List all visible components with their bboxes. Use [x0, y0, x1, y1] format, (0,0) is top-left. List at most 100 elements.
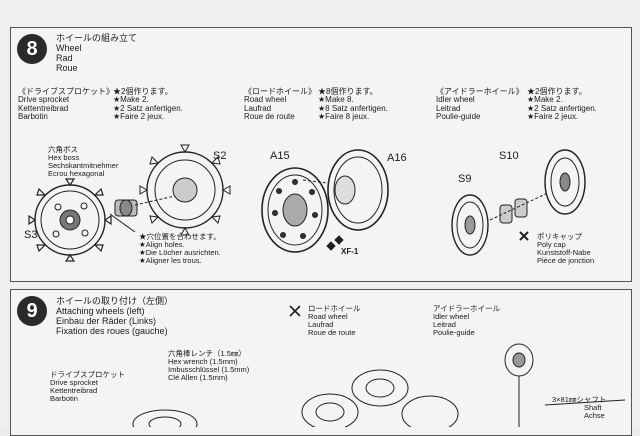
sprocket-qty-jp: ★2個作ります。 — [113, 87, 173, 96]
idler-de: Leitrad — [436, 103, 461, 113]
drive-sprocket-outer-drawing — [139, 144, 231, 236]
idler-qty-jp: ★2個作ります。 — [527, 87, 587, 96]
shaft-de: Achse — [584, 411, 605, 420]
idler-qty-de: ★2 Satz anfertigen. — [527, 103, 597, 113]
road-wheel-a16-drawing — [327, 149, 389, 231]
step-8-title-fr: Roue — [56, 63, 78, 73]
hex-boss-drawing — [114, 195, 176, 217]
idler-en: Idler wheel — [436, 95, 475, 105]
idler-qty-en: ★Make 2. — [527, 95, 563, 105]
idler-wheel-s9-drawing — [451, 194, 489, 256]
hexboss-fr: Ecrou hexagonal — [48, 169, 105, 178]
roadwheel-de: Laufrad — [244, 103, 272, 113]
hexwrench-jp: 六角棒レンチ（1.5㎜） — [168, 349, 246, 358]
instruction-page: 8 ホイールの組み立て Wheel Rad Roue 《ドライブスプロケット》 … — [10, 27, 632, 436]
step-9-title-jp: ホイールの取り付け（左側） — [56, 296, 174, 306]
step9-roadwheel-fr: Roue de route — [308, 328, 356, 337]
part-label-a16: A16 — [387, 152, 407, 164]
step9-idler-en: Idler wheel — [433, 312, 470, 321]
roadwheel-fr: Roue de route — [244, 112, 295, 122]
step9-sprocket-fr: Barbotin — [50, 394, 78, 403]
sprocket-jp: 《ドライブスプロケット》 — [18, 87, 114, 96]
hexboss-de: Sechskantmitnehmer — [48, 161, 119, 170]
step9-roadwheel-en: Road wheel — [308, 312, 348, 321]
sprocket-quantity: ★2個作ります。 ★Make 2. ★2 Satz anfertigen. ★F… — [113, 87, 183, 122]
road-wheel-a15-drawing — [261, 167, 329, 253]
hexwrench-en: Hex wrench (1.5mm) — [168, 357, 238, 366]
idler-wheel-s10-drawing — [544, 149, 586, 215]
step-number-9: 9 — [17, 296, 47, 326]
step-9-title-de: Einbau der Räder (Links) — [56, 316, 157, 326]
part-label-s10: S10 — [499, 150, 519, 162]
shaft-jp: 3×81㎜シャフト — [552, 395, 607, 404]
hexboss-jp: 六角ボス — [48, 145, 78, 154]
roadwheel-en: Road wheel — [244, 95, 287, 105]
polycap-en: Poly cap — [537, 240, 566, 249]
step9-roadwheel-jp: ロードホイール — [308, 304, 361, 313]
align-jp: ★穴位置を合わせます。 — [139, 232, 221, 241]
cement-warning-icon — [519, 231, 529, 241]
sprocket-en: Drive sprocket — [18, 95, 70, 105]
paint-label-xf1: XF-1 — [341, 247, 359, 256]
step9-roadwheel-caption: ロードホイール Road wheel Laufrad Roue de route — [308, 305, 361, 337]
hexboss-caption: 六角ボス Hex boss Sechskantmitnehmer Ecrou h… — [48, 146, 118, 178]
roadwheel-jp: 《ロードホイール》 — [244, 87, 316, 96]
hexwrench-fr: Clé Allen (1.5mm) — [168, 373, 228, 382]
step9-idler-fr: Poulie-guide — [433, 328, 475, 337]
step9-sprocket-caption: ドライブスプロケット Drive sprocket Kettentreibrad… — [50, 371, 125, 403]
align-pointer — [109, 213, 136, 233]
step9-roadwheel-de: Laufrad — [308, 320, 334, 329]
roadwheel-qty-jp: ★8個作ります。 — [318, 87, 378, 96]
sprocket-fr: Barbotin — [18, 112, 48, 122]
sprocket-qty-en: ★Make 2. — [113, 95, 149, 105]
step-9-title: ホイールの取り付け（左側） Attaching wheels (left) Ei… — [56, 296, 173, 336]
polycap-de: Kunststoff-Nabe — [537, 248, 591, 257]
step-9-title-en: Attaching wheels (left) — [56, 306, 145, 316]
polycap-fr: Pièce de jonction — [537, 256, 595, 265]
tools-icon — [289, 305, 301, 317]
roadwheel-qty-en: ★Make 8. — [318, 95, 354, 105]
align-en: ★Align holes. — [139, 240, 185, 249]
step9-idler-caption: アイドラーホイール Idler wheel Leitrad Poulie-gui… — [433, 305, 500, 337]
roadwheel-qty-de: ★8 Satz anfertigen. — [318, 103, 388, 113]
idler-qty-fr: ★Faire 2 jeux. — [527, 112, 579, 122]
step9-road-wheels-drawing — [301, 369, 459, 427]
align-fr: ★Aligner les trous. — [139, 256, 202, 265]
assembly-illustrations — [28, 144, 626, 427]
step9-idler-de: Leitrad — [433, 320, 456, 329]
step9-idler-wheel-drawing — [504, 343, 534, 427]
align-de: ★Die Löcher ausrichten. — [139, 248, 221, 257]
roadwheel-caption: 《ロードホイール》 Road wheel Laufrad Roue de rou… — [244, 87, 316, 122]
step-8-title-jp: ホイールの組み立て — [56, 33, 138, 43]
sprocket-qty-de: ★2 Satz anfertigen. — [113, 103, 183, 113]
sprocket-caption: 《ドライブスプロケット》 Drive sprocket Kettentreibr… — [18, 87, 114, 122]
idler-quantity: ★2個作ります。 ★Make 2. ★2 Satz anfertigen. ★F… — [527, 87, 597, 122]
step-number-8: 8 — [17, 34, 47, 64]
hexwrench-caption: 六角棒レンチ（1.5㎜） Hex wrench (1.5mm) Imbussch… — [168, 350, 249, 382]
hexwrench-de: Imbusschlüssel (1.5mm) — [168, 365, 250, 374]
part-label-s3: S3 — [24, 229, 38, 241]
shaft-en: Shaft — [584, 403, 602, 412]
roadwheel-quantity: ★8個作ります。 ★Make 8. ★8 Satz anfertigen. ★F… — [318, 87, 388, 122]
sprocket-qty-fr: ★Faire 2 jeux. — [113, 112, 165, 122]
step9-sprocket-jp: ドライブスプロケット — [50, 370, 125, 379]
idler-caption: 《アイドラーホイール》 Idler wheel Leitrad Poulie-g… — [436, 87, 524, 122]
part-label-a15: A15 — [270, 150, 290, 162]
shaft-caption: 3×81㎜シャフト Shaft Achse — [552, 396, 606, 420]
align-holes-note: ★穴位置を合わせます。 ★Align holes. ★Die Löcher au… — [139, 233, 221, 265]
idler-fr: Poulie-guide — [436, 112, 481, 122]
step-8-title: ホイールの組み立て Wheel Rad Roue — [56, 33, 137, 73]
idler-jp: 《アイドラーホイール》 — [436, 87, 524, 96]
drive-sprocket-inner-drawing — [28, 178, 112, 262]
step9-sprocket-drawing — [132, 409, 198, 427]
step9-idler-jp: アイドラーホイール — [433, 304, 501, 313]
step-8-title-de: Rad — [56, 53, 73, 63]
part-label-s9: S9 — [458, 173, 472, 185]
step-9-title-fr: Fixation des roues (gauche) — [56, 326, 168, 336]
step9-sprocket-en: Drive sprocket — [50, 378, 98, 387]
polycap-caption: ポリキャップ Poly cap Kunststoff-Nabe Pièce de… — [537, 233, 594, 265]
polycap-jp: ポリキャップ — [537, 232, 582, 241]
xf1-paint-mark — [326, 235, 344, 251]
roadwheel-qty-fr: ★Faire 8 jeux. — [318, 112, 370, 122]
sprocket-de: Kettentreibrad — [18, 103, 69, 113]
